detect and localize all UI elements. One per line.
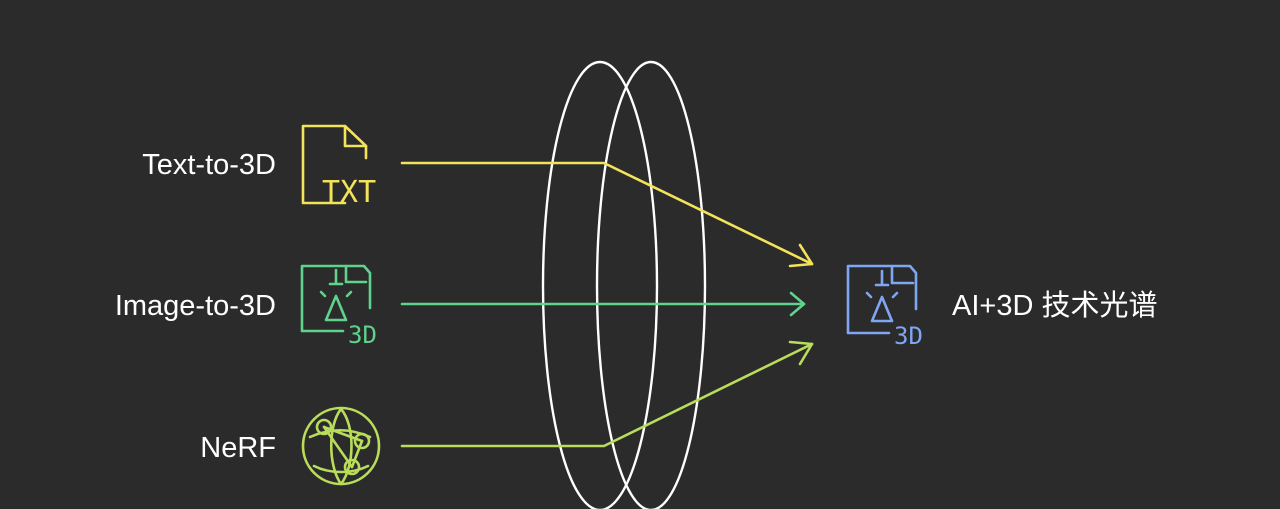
arrow-image-to-3d-head bbox=[789, 291, 806, 317]
image-3d-icon-text: 3D bbox=[348, 321, 377, 349]
image-3d-file-icon: 3D bbox=[300, 264, 377, 349]
arrow-text-to-3d bbox=[400, 161, 814, 268]
output-icon-text: 3D bbox=[894, 322, 923, 350]
lens-back-rim bbox=[595, 60, 707, 509]
network-globe-icon bbox=[301, 406, 381, 486]
arrow-image-to-3d bbox=[400, 291, 806, 317]
output-label: AI+3D 技术光谱 bbox=[952, 289, 1157, 322]
lens bbox=[541, 60, 707, 509]
txt-file-icon: TXT bbox=[301, 124, 376, 210]
arrow-text-to-3d-line bbox=[400, 161, 814, 266]
arrow-nerf bbox=[400, 340, 814, 448]
arrow-text-to-3d-head bbox=[788, 243, 814, 268]
arrow-nerf-line bbox=[400, 342, 814, 448]
arrows bbox=[400, 161, 814, 448]
arrow-nerf-head bbox=[788, 340, 814, 366]
lens-front-rim bbox=[541, 60, 659, 509]
input-label-nerf: NeRF bbox=[200, 432, 276, 464]
input-label-image-to-3d: Image-to-3D bbox=[115, 290, 276, 322]
input-label-text-to-3d: Text-to-3D bbox=[142, 149, 276, 181]
output-image-3d-file-icon: 3D bbox=[846, 264, 923, 350]
txt-icon-text: TXT bbox=[322, 175, 376, 210]
